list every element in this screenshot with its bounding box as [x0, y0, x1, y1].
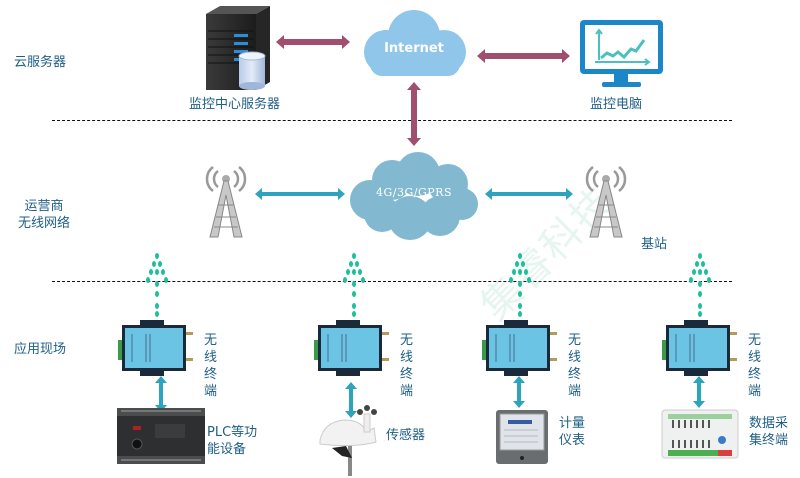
layer-divider-top [52, 120, 732, 121]
base-station-tower-icon-right [585, 166, 627, 238]
terminal-device-link-1 [155, 376, 167, 412]
monitor-label: 监控电脑 [590, 97, 643, 112]
terminal-label: 无线 终端 [748, 333, 762, 399]
weather-sensor-icon [319, 405, 377, 476]
signal-icon-4 [689, 253, 711, 317]
layer-divider-bottom [52, 281, 732, 282]
carrier-network-label: 4G/3G/GPRS [376, 186, 452, 199]
wireless-terminal-icon [314, 320, 389, 376]
terminal-label: 无线 终端 [400, 333, 414, 399]
signal-icon-1 [146, 253, 168, 317]
terminal-label: 无线 终端 [568, 333, 582, 399]
layer-label-carrier-line1: 运营商 [24, 199, 64, 214]
server-internet-link [276, 35, 350, 49]
internet-label: Internet [384, 41, 444, 56]
server-label: 监控中心服务器 [189, 97, 281, 112]
wireless-terminal-icon [482, 320, 557, 376]
base-station-tower-icon-left [205, 166, 247, 238]
terminal-label: 无线 终端 [204, 333, 218, 399]
tower-carrier-link-left [255, 188, 345, 200]
internet-cloud-icon [364, 10, 466, 76]
carrier-network-cloud-icon [350, 152, 478, 240]
layer-label-field: 应用现场 [14, 342, 67, 357]
data-acquisition-device-icon [661, 409, 739, 459]
plc-device-label: PLC等功 能设备 [207, 425, 258, 457]
internet-carrier-link [407, 82, 421, 146]
wireless-terminal-icon [118, 320, 193, 376]
signal-icon-2 [343, 253, 365, 317]
layer-label-carrier: 运营商 无线网络 [14, 198, 74, 232]
meter-device-icon [496, 410, 548, 464]
terminal-device-link-3 [513, 376, 525, 408]
data-acquisition-label: 数据采 集终端 [749, 416, 789, 448]
signal-icon-3 [509, 253, 531, 317]
terminal-device-link-2 [345, 382, 357, 418]
layer-label-cloud: 云服务器 [14, 55, 67, 70]
meter-label: 计量 仪表 [559, 416, 586, 448]
monitor-computer-icon [580, 20, 663, 87]
terminal-device-link-4 [693, 376, 705, 408]
base-station-label: 基站 [641, 237, 668, 252]
plc-device-icon [117, 408, 205, 464]
sensor-label: 传感器 [386, 428, 426, 443]
tower-carrier-link-right [485, 188, 573, 200]
wireless-terminal-icon [662, 320, 737, 376]
internet-monitor-link [477, 49, 570, 63]
server-icon [206, 6, 270, 90]
layer-label-carrier-line2: 无线网络 [17, 216, 70, 231]
